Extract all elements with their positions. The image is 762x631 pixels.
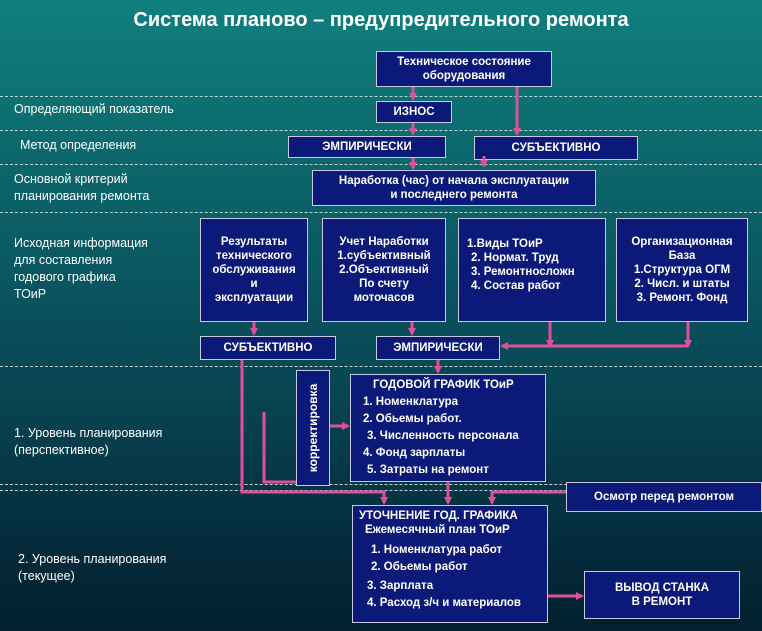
label-source-line-1: Исходная информация	[14, 236, 148, 250]
box-maint-line-4: и	[250, 278, 258, 290]
box-hours-line-5: моточасов	[353, 292, 415, 304]
box-annual-line-6: 5. Затраты на ремонт	[367, 464, 489, 476]
separator-4	[0, 212, 762, 213]
box-hours-line-4: По счету	[359, 278, 409, 290]
box-refinement-line-1: УТОЧНЕНИЕ ГОД. ГРАФИКА	[359, 510, 518, 522]
box-refinement: УТОЧНЕНИЕ ГОД. ГРАФИКА Ежемесячный план …	[352, 505, 548, 623]
box-subjective-top: СУБЪЕКТИВНО	[474, 136, 638, 160]
box-refinement-line-3: 1. Номенклатура работ	[371, 544, 503, 556]
box-repair-line-4: 4. Состав работ	[471, 280, 561, 292]
label-level1-line-1: 1. Уровень планирования	[14, 426, 163, 440]
box-operating-time-line-1: Наработка (час) от начала эксплуатации	[338, 175, 570, 187]
page-title: Система планово – предупредительного рем…	[133, 9, 629, 31]
box-hours-line-2: 1.субъективный	[337, 250, 431, 262]
box-tech-state-line-2: оборудования	[422, 70, 506, 82]
box-repair-line-3: 3. Ремонтносложн	[471, 266, 575, 278]
box-maint-line-2: технического	[216, 250, 292, 262]
box-maint-line-3: обслуживания	[212, 264, 296, 276]
box-tech-state-line-1: Техническое состояние	[397, 56, 531, 68]
box-repair-types: 1.Виды ТОиР 2. Нормат. Труд 3. Ремонтнос…	[458, 218, 606, 322]
label-criterion-line-1: Основной критерий	[14, 172, 128, 186]
box-empirical-top-line-1: ЭМПИРИЧЕСКИ	[322, 141, 412, 153]
label-source-line-3: годового графика	[14, 270, 116, 284]
label-indicator: Определяющий показатель	[14, 102, 174, 116]
box-operating-time: Наработка (час) от начала эксплуатации и…	[312, 170, 596, 206]
box-refinement-line-2: Ежемесячный план ТОиР	[365, 524, 510, 536]
box-wear: ИЗНОС	[376, 101, 452, 123]
label-source-line-2: для составления	[14, 253, 113, 267]
label-source-info: Исходная информация для составления годо…	[14, 235, 148, 303]
separator-1	[0, 96, 762, 97]
box-org-line-4: 2. Числ. и штаты	[634, 278, 730, 290]
label-method: Метод определения	[20, 138, 137, 152]
box-output-line-1: ВЫВОД СТАНКА	[614, 582, 710, 594]
box-org-line-1: Организационная	[631, 236, 733, 248]
box-annual-line-3: 2. Обьемы работ.	[363, 413, 462, 425]
box-org-line-3: 1.Структура ОГМ	[633, 264, 731, 276]
label-level-2: 2. Уровень планирования (текущее)	[18, 551, 166, 585]
box-annual-line-1: ГОДОВОЙ ГРАФИК ТОиР	[373, 379, 514, 391]
label-criterion-line-2: планирования ремонта	[14, 189, 150, 203]
box-annual-schedule: ГОДОВОЙ ГРАФИК ТОиР 1. Номенклатура 2. О…	[350, 374, 546, 482]
box-correction-text: корректировка	[306, 383, 320, 473]
box-subjective-mid: СУБЪЕКТИВНО	[200, 336, 336, 360]
box-maint-line-5: эксплуатации	[214, 292, 294, 304]
box-annual-line-4: 3. Численность персонала	[367, 430, 519, 442]
box-wear-line-1: ИЗНОС	[393, 106, 435, 118]
box-repair-line-2: 2. Нормат. Труд	[471, 252, 559, 264]
label-level-1: 1. Уровень планирования (перспективное)	[14, 425, 162, 459]
box-inspection-line-1: Осмотр перед ремонтом	[594, 491, 734, 503]
box-subjective-mid-line-1: СУБЪЕКТИВНО	[223, 342, 313, 354]
box-hours-accounting: Учет Наработки 1.субъективный 2.Объектив…	[322, 218, 446, 322]
label-level1-line-2: (перспективное)	[14, 443, 109, 457]
box-output: ВЫВОД СТАНКА В РЕМОНТ	[584, 571, 740, 619]
box-subjective-top-line-1: СУБЪЕКТИВНО	[511, 142, 601, 154]
box-inspection: Осмотр перед ремонтом	[566, 482, 762, 512]
box-annual-line-2: 1. Номенклатура	[363, 396, 458, 408]
box-org-line-2: База	[668, 250, 696, 262]
separator-2	[0, 130, 762, 131]
box-repair-line-1: 1.Виды ТОиР	[467, 238, 543, 250]
label-level2-line-2: (текущее)	[18, 569, 75, 583]
box-refinement-line-4: 2. Обьемы работ	[371, 561, 468, 573]
box-empirical-mid: ЭМПИРИЧЕСКИ	[376, 336, 500, 360]
box-empirical-top: ЭМПИРИЧЕСКИ	[288, 136, 446, 158]
arrow-correction-to-annual	[262, 412, 296, 484]
label-source-line-4: ТОиР	[14, 287, 47, 301]
box-tech-state: Техническое состояние оборудования	[376, 51, 552, 87]
box-empirical-mid-line-1: ЭМПИРИЧЕСКИ	[393, 342, 483, 354]
box-refinement-line-5: 3. Зарплата	[367, 580, 434, 592]
box-output-line-2: В РЕМОНТ	[631, 596, 693, 608]
box-org-base: Организационная База 1.Структура ОГМ 2. …	[616, 218, 748, 322]
box-hours-line-3: 2.Объективный	[339, 264, 429, 276]
box-refinement-line-6: 4. Расход з/ч и материалов	[367, 597, 521, 609]
box-maint-line-1: Результаты	[220, 236, 288, 248]
separator-5	[0, 366, 762, 367]
box-hours-line-1: Учет Наработки	[339, 236, 429, 248]
arrow-inspection-to-refinement	[488, 490, 566, 505]
box-annual-line-5: 4. Фонд зарплаты	[363, 447, 466, 459]
box-operating-time-line-2: и последнего ремонта	[390, 189, 518, 201]
label-level2-line-1: 2. Уровень планирования	[18, 552, 167, 566]
box-maintenance-results: Результаты технического обслуживания и э…	[200, 218, 308, 322]
box-org-line-5: 3. Ремонт. Фонд	[636, 292, 728, 304]
box-correction: корректировка	[296, 370, 330, 486]
label-criterion: Основной критерий планирования ремонта	[14, 171, 149, 205]
separator-3	[0, 164, 762, 165]
